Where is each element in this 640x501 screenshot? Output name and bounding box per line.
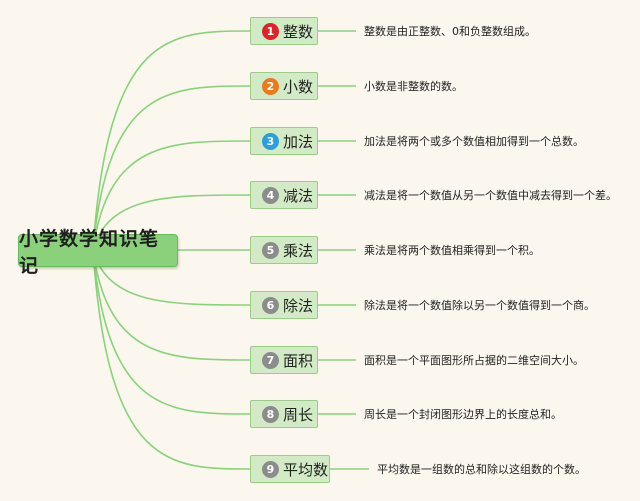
branch-connector <box>92 194 251 251</box>
number-badge-icon: 7 <box>262 351 279 369</box>
branch-connector <box>92 30 251 251</box>
topic-label: 小数 <box>283 77 314 96</box>
number-badge-icon: 2 <box>262 77 279 95</box>
number-badge-icon: 4 <box>262 186 279 204</box>
number-badge-icon: 5 <box>262 241 279 259</box>
root-topic[interactable]: 小学数学知识笔记 <box>18 228 178 277</box>
topic-description: 平均数是一组数的总和除以这组数的个数。 <box>377 463 586 476</box>
topic-label: 减法 <box>283 186 314 205</box>
topic-label: 加法 <box>283 132 314 151</box>
number-badge-icon: 3 <box>262 132 279 150</box>
number-badge-icon: 9 <box>262 460 279 478</box>
topic-description: 整数是由正整数、0和负整数组成。 <box>364 25 536 38</box>
topic-description: 周长是一个封闭图形边界上的长度总和。 <box>364 408 562 421</box>
topic-description: 小数是非整数的数。 <box>364 80 463 93</box>
branch-connector <box>92 140 251 251</box>
topic-description: 除法是将一个数值除以另一个数值得到一个商。 <box>364 299 595 312</box>
topic-description: 减法是将一个数值从另一个数值中减去得到一个差。 <box>364 189 617 202</box>
topic-description: 面积是一个平面图形所占据的二维空间大小。 <box>364 354 584 367</box>
topic-label: 平均数 <box>283 460 329 479</box>
number-badge-icon: 6 <box>262 296 279 314</box>
branch-connector <box>92 249 251 361</box>
topic-description: 乘法是将两个数值相乘得到一个积。 <box>364 244 540 257</box>
branch-connector <box>92 85 251 251</box>
branch-connector <box>92 249 251 415</box>
topic-label: 整数 <box>283 22 314 41</box>
topic-label: 周长 <box>283 405 314 424</box>
number-badge-icon: 8 <box>262 405 279 423</box>
number-badge-icon: 1 <box>262 22 279 40</box>
topic-label: 除法 <box>283 296 314 315</box>
topic-label: 乘法 <box>283 241 314 260</box>
topic-description: 加法是将两个或多个数值相加得到一个总数。 <box>364 135 584 148</box>
branch-connector <box>92 249 251 470</box>
branch-connector <box>92 249 251 306</box>
topic-label: 面积 <box>283 351 314 370</box>
